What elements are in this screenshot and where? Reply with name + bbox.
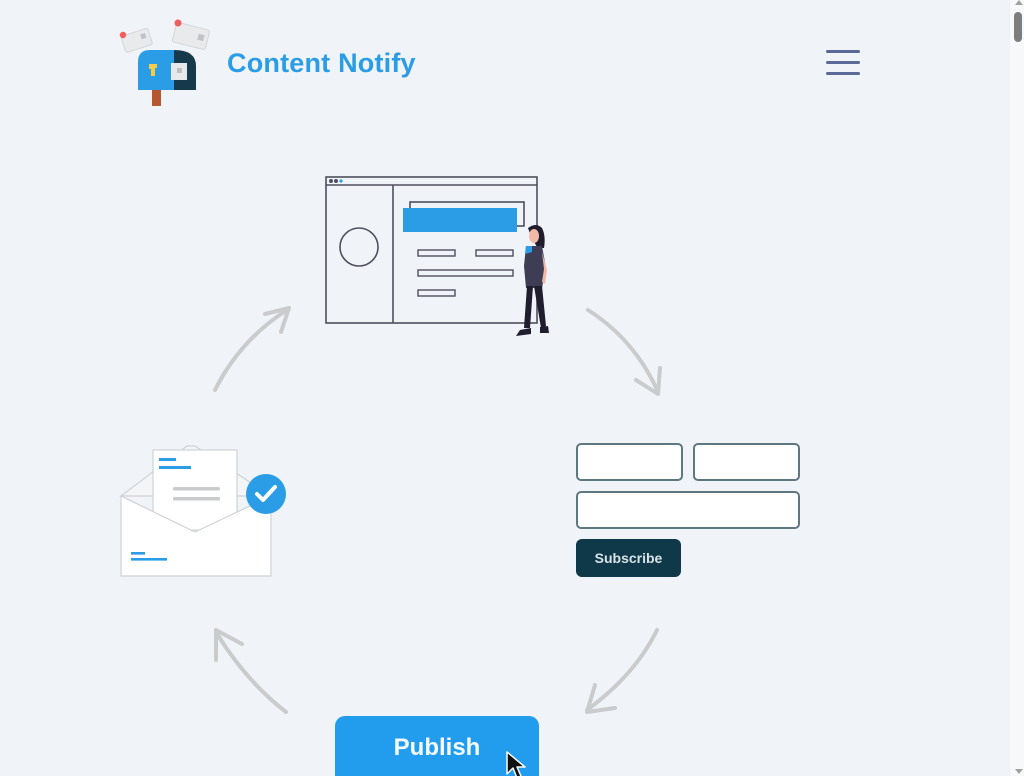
hamburger-menu-button[interactable] bbox=[822, 46, 862, 82]
scroll-down-arrow-icon[interactable] bbox=[1015, 769, 1023, 774]
publish-button[interactable]: Publish bbox=[335, 716, 539, 776]
vertical-scrollbar[interactable] bbox=[1009, 0, 1024, 776]
email-field[interactable] bbox=[576, 491, 800, 529]
subscribe-button[interactable]: Subscribe bbox=[576, 539, 681, 577]
logo[interactable] bbox=[116, 18, 216, 108]
arrow-up-right-icon bbox=[213, 306, 291, 392]
menu-bar bbox=[826, 50, 860, 53]
envelope-check-illustration bbox=[119, 445, 286, 577]
last-name-field[interactable] bbox=[693, 443, 800, 481]
arrow-down-right-icon bbox=[586, 308, 662, 396]
first-name-field[interactable] bbox=[576, 443, 683, 481]
person-figure bbox=[516, 225, 549, 336]
brand-name[interactable]: Content Notify bbox=[227, 48, 416, 78]
mailbox-icon bbox=[119, 19, 210, 106]
scroll-up-arrow-icon[interactable] bbox=[1015, 0, 1023, 5]
scrollbar-thumb[interactable] bbox=[1014, 12, 1022, 42]
browser-window-illustration bbox=[325, 176, 549, 336]
check-badge-icon bbox=[246, 474, 286, 514]
mouse-cursor-icon bbox=[506, 751, 526, 776]
arrow-up-left-icon bbox=[214, 628, 288, 714]
menu-bar bbox=[826, 61, 860, 64]
arrow-down-left-icon bbox=[585, 628, 659, 714]
menu-bar bbox=[826, 72, 860, 75]
